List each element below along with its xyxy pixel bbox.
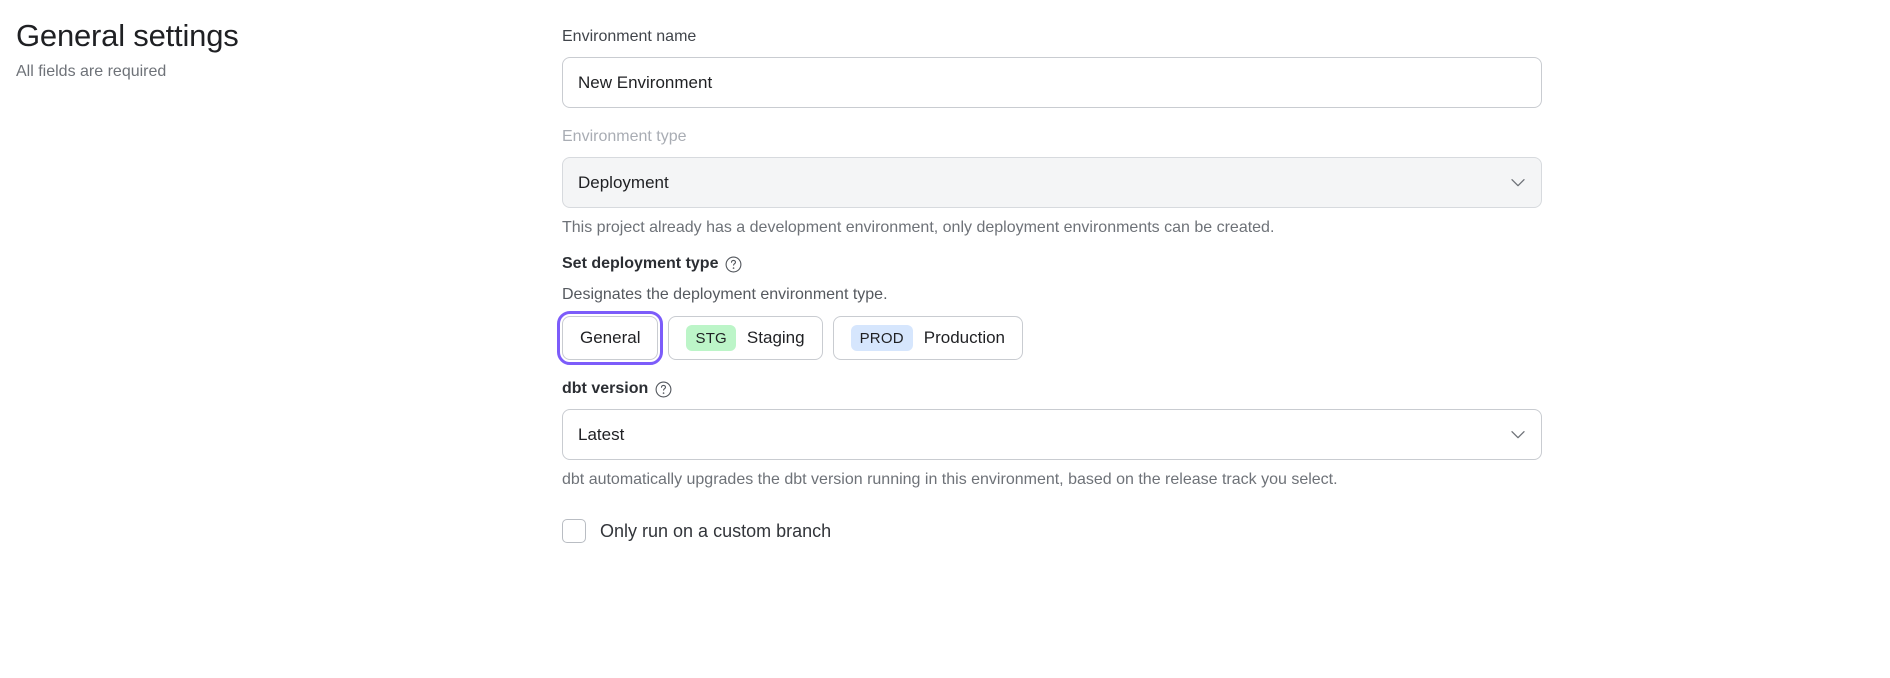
deployment-type-label-text: Set deployment type <box>562 255 719 272</box>
dbt-version-helper-text: dbt automatically upgrades the dbt versi… <box>562 471 1338 488</box>
environment-type-select[interactable]: Deployment <box>562 157 1542 208</box>
custom-branch-label: Only run on a custom branch <box>600 521 832 541</box>
dbt-version-field-group: dbt version Latest dbt automatica <box>562 378 1542 491</box>
environment-type-label: Environment type <box>562 126 1542 148</box>
deployment-type-option-general[interactable]: General <box>556 311 664 365</box>
custom-branch-checkbox-row[interactable]: Only run on a custom branch <box>562 519 1542 543</box>
deployment-type-label: Set deployment type <box>562 253 1542 275</box>
chevron-down-icon <box>1511 178 1525 187</box>
environment-name-label-text: Environment name <box>562 28 697 45</box>
environment-type-value: Deployment <box>578 172 669 192</box>
environment-type-field-group: Environment type Deployment This project… <box>562 126 1542 239</box>
dbt-version-value: Latest <box>578 424 625 444</box>
settings-section-header: General settings All fields are required <box>16 16 536 83</box>
deployment-type-option-staging[interactable]: STG Staging <box>668 316 823 360</box>
deployment-type-option-production[interactable]: PROD Production <box>832 316 1024 360</box>
deployment-type-option-general-label: General <box>580 328 641 347</box>
environment-name-field-group: Environment name <box>562 26 1542 108</box>
staging-badge: STG <box>686 325 736 351</box>
environment-type-helper-text: This project already has a development e… <box>562 219 1275 236</box>
deployment-type-description: Designates the deployment environment ty… <box>562 286 888 303</box>
deployment-type-options: General STG Staging PROD Production <box>556 311 1542 365</box>
question-circle-icon[interactable] <box>655 381 672 398</box>
chevron-down-icon <box>1511 430 1525 439</box>
deployment-type-option-production-label: Production <box>923 328 1006 347</box>
production-badge: PROD <box>850 325 913 351</box>
page-title: General settings <box>16 18 239 53</box>
settings-form: Environment name Environment type Deploy… <box>556 26 1542 543</box>
deployment-type-field-group: Set deployment type Designates the deplo… <box>556 253 1542 365</box>
environment-name-input[interactable] <box>562 57 1542 108</box>
custom-branch-checkbox[interactable] <box>562 519 586 543</box>
deployment-type-option-staging-label: Staging <box>746 328 805 347</box>
question-circle-icon[interactable] <box>725 256 742 273</box>
environment-type-label-text: Environment type <box>562 128 687 145</box>
page-subtitle: All fields are required <box>16 63 167 80</box>
dbt-version-select[interactable]: Latest <box>562 409 1542 460</box>
dbt-version-label-text: dbt version <box>562 380 649 397</box>
dbt-version-label: dbt version <box>562 378 1542 400</box>
environment-name-label: Environment name <box>562 26 1542 48</box>
